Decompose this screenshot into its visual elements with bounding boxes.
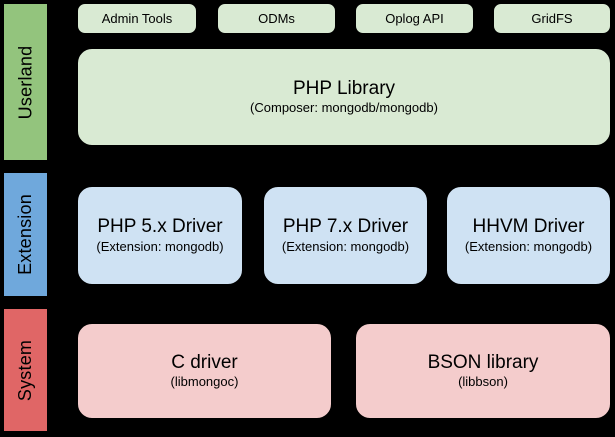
- box-php7-driver-title: PHP 7.x Driver: [282, 216, 409, 238]
- layer-bar-extension: Extension: [3, 172, 48, 297]
- box-admin-tools: Admin Tools: [77, 3, 197, 34]
- box-bson-library-title: BSON library: [427, 351, 539, 373]
- box-oplog-api-label: Oplog API: [385, 11, 444, 26]
- layer-bar-userland: Userland: [3, 3, 48, 161]
- layer-label-system: System: [15, 339, 35, 401]
- box-bson-library-subtitle: (libbson): [458, 374, 508, 390]
- box-php7-driver-subtitle: (Extension: mongodb): [281, 238, 410, 254]
- box-gridfs-label: GridFS: [531, 11, 573, 26]
- box-hhvm-driver-subtitle: (Extension: mongodb): [464, 238, 593, 254]
- layer-label-userland: Userland: [15, 45, 36, 119]
- box-php5-driver-subtitle: (Extension: mongodb): [96, 238, 224, 254]
- box-hhvm-driver: HHVM Driver (Extension: mongodb): [446, 186, 611, 285]
- box-c-driver-subtitle: (libmongoc): [170, 374, 239, 390]
- box-gridfs: GridFS: [493, 3, 611, 34]
- box-php7-driver: PHP 7.x Driver (Extension: mongodb): [263, 186, 428, 285]
- box-hhvm-driver-title: HHVM Driver: [472, 216, 585, 238]
- box-odms: ODMs: [217, 3, 336, 34]
- layer-bar-system: System: [3, 308, 48, 432]
- box-php5-driver: PHP 5.x Driver (Extension: mongodb): [77, 186, 243, 285]
- layer-label-extension: Extension: [15, 194, 36, 275]
- box-odms-label: ODMs: [258, 11, 295, 26]
- box-oplog-api: Oplog API: [355, 3, 474, 34]
- box-php5-driver-title: PHP 5.x Driver: [97, 216, 223, 238]
- box-php-library-title: PHP Library: [292, 77, 396, 99]
- box-c-driver-title: C driver: [171, 351, 238, 373]
- box-admin-tools-label: Admin Tools: [101, 11, 173, 26]
- box-c-driver: C driver (libmongoc): [77, 323, 332, 419]
- box-php-library-subtitle: (Composer: mongodb/mongodb): [250, 100, 438, 116]
- box-php-library: PHP Library (Composer: mongodb/mongodb): [77, 48, 611, 146]
- box-bson-library: BSON library (libbson): [355, 323, 611, 419]
